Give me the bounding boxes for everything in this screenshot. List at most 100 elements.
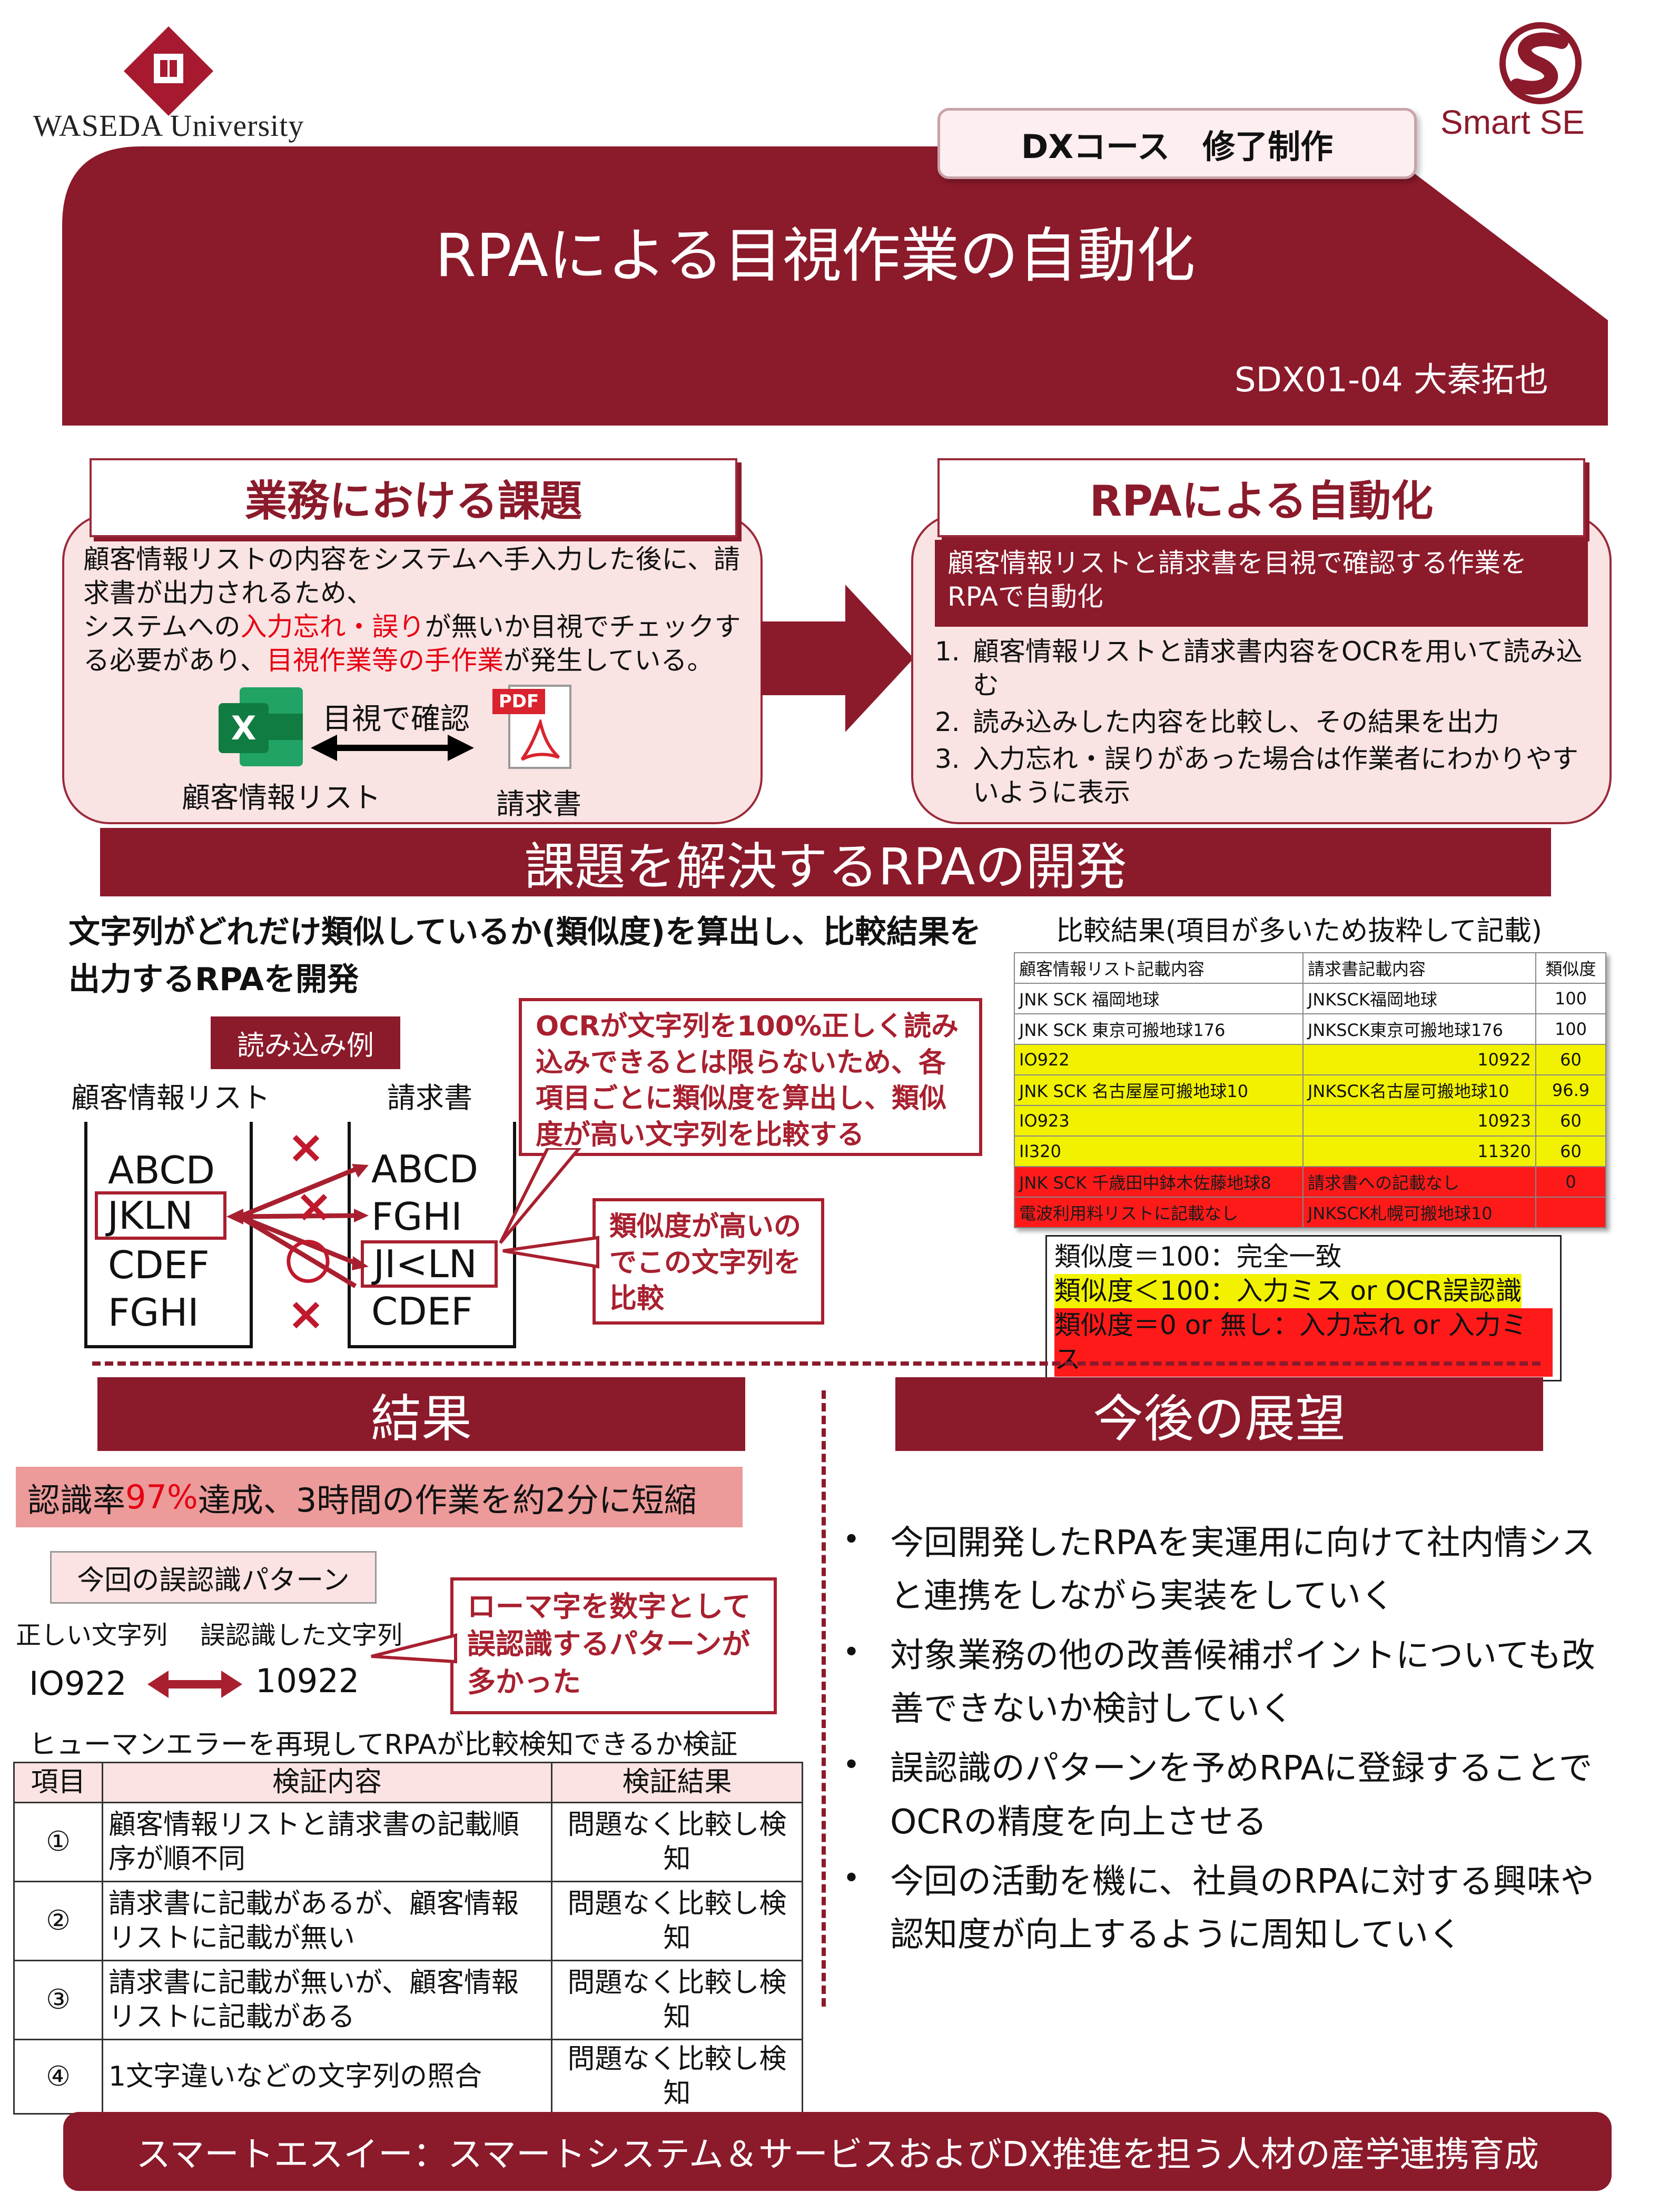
- automation-summary: 顧客情報リストと請求書を目視で確認する作業をRPAで自動化: [935, 540, 1588, 627]
- wrong-label: 誤認識した文字列: [200, 1621, 403, 1650]
- table-cell: 96.9: [1535, 1074, 1606, 1106]
- verification-table: 項目 検証内容 検証結果 ① 顧客情報リストと請求書の記載順序が順不同 問題なく…: [13, 1762, 803, 2115]
- outlook-list: 今回開発したRPAを実運用に向けて社内情シスと連携をしながら実装をしていく 対象…: [837, 1517, 1601, 1968]
- university-name: WASEDA University: [33, 108, 304, 143]
- check-label: 目視で確認: [322, 702, 470, 736]
- table-cell: IO923: [1014, 1105, 1303, 1137]
- match-arrows: [226, 1164, 369, 1288]
- left-item: FGHI: [108, 1290, 199, 1335]
- correct-value: IO922: [29, 1664, 127, 1703]
- correct-label: 正しい文字列: [16, 1621, 168, 1650]
- table-cell: JNK SCK 福岡地球: [1014, 983, 1303, 1014]
- right-item: CDEF: [371, 1289, 473, 1334]
- left-item: CDEF: [108, 1243, 210, 1287]
- table-cell: 100: [1535, 1013, 1606, 1045]
- flow-arrow-icon: [761, 585, 914, 732]
- match-mark: 〇: [284, 1236, 332, 1291]
- wrong-value: 10922: [255, 1662, 360, 1700]
- page-title: RPAによる目視作業の自動化: [435, 222, 1196, 290]
- table-cell: JNKSCK福岡地球: [1302, 983, 1537, 1014]
- table-cell: [1535, 1197, 1606, 1228]
- list-item: 対象業務の他の改善候補ポイントについても改善できないか検討していく: [837, 1630, 1601, 1736]
- table-cell: JNK SCK 名古屋屋可搬地球10: [1014, 1074, 1303, 1106]
- comparison-caption: 比較結果(項目が多いため抜粋して記載): [1056, 915, 1543, 947]
- pattern-callout: ローマ字を数字として誤認識するパターンが多かった: [450, 1577, 777, 1714]
- author-name: SDX01-04 大秦拓也: [1234, 361, 1548, 400]
- list-item: 今回の活動を機に、社員のRPAに対する興味や認知度が向上するように周知していく: [837, 1855, 1601, 1962]
- verify-caption: ヒューマンエラーを再現してRPAが比較検知できるか検証: [29, 1729, 738, 1761]
- step-item: 1.顧客情報リストと請求書内容をOCRを用いて読み込む: [935, 636, 1583, 700]
- callout-pointer: [371, 1633, 457, 1664]
- callout-pointer: [502, 1236, 599, 1269]
- table-cell: JNK SCK 東京可搬地球176: [1014, 1013, 1303, 1045]
- divider-vertical: [822, 1390, 826, 2007]
- comparison-header-row: 顧客情報リスト記載内容 請求書記載内容 類似度: [1014, 952, 1606, 984]
- ocr-callout: OCRが文字列を100%正しく読み込みできるとは限らないため、各項目ごとに類似度…: [519, 998, 982, 1156]
- double-arrow-icon: [147, 1671, 242, 1698]
- table-cell: JNKSCK名古屋可搬地球10: [1302, 1074, 1537, 1106]
- problem-text: 顧客情報リストの内容をシステムへ手入力した後に、請求書が出力されるため、 システ…: [83, 542, 747, 677]
- excel-label: 顧客情報リスト: [182, 781, 381, 814]
- course-tab: DXコース 修了制作: [937, 108, 1417, 179]
- development-heading: 課題を解決するRPAの開発: [100, 828, 1551, 896]
- verify-header-row: 項目 検証内容 検証結果: [13, 1762, 803, 1803]
- table-cell: JNKSCK東京可搬地球176: [1302, 1013, 1537, 1045]
- right-item-highlighted: JI<LN: [361, 1240, 498, 1288]
- mismatch-mark: ×: [287, 1121, 325, 1173]
- table-cell: 60: [1535, 1044, 1606, 1075]
- callout-pointer: [499, 1148, 581, 1244]
- table-row: ③ 請求書に記載が無いが、顧客情報リストに記載がある 問題なく比較し検知: [13, 1960, 803, 2040]
- table-cell: IO922: [1014, 1044, 1303, 1075]
- pdf-icon: PDF: [492, 685, 579, 772]
- invoice-column: [348, 1122, 516, 1348]
- problem-line-1: 顧客情報リストの内容をシステムへ手入力した後に、請求書が出力されるため、: [83, 544, 740, 608]
- left-col-title: 顧客情報リスト: [71, 1081, 270, 1114]
- table-cell: JNK SCK 千歳田中鉢木佐藤地球8: [1014, 1166, 1303, 1198]
- table-cell: 60: [1535, 1135, 1606, 1167]
- mismatch-mark: ×: [295, 1180, 333, 1232]
- result-heading: 結果: [97, 1377, 745, 1451]
- table-cell: 10923: [1302, 1105, 1537, 1137]
- table-cell: 請求書への記載なし: [1302, 1166, 1537, 1198]
- table-row: ② 請求書に記載があるが、顧客情報リストに記載が無い 問題なく比較し検知: [13, 1881, 803, 1961]
- table-cell: JNKSCK札幌可搬地球10: [1302, 1197, 1537, 1228]
- table-cell: 0: [1535, 1166, 1606, 1198]
- list-item: 誤認識のパターンを予めRPAに登録することでOCRの精度を向上させる: [837, 1742, 1601, 1849]
- smartse-logo-icon: [1499, 22, 1582, 104]
- table-cell: 11320: [1302, 1135, 1537, 1167]
- step-item: 2.読み込みした内容を比較し、その結果を出力: [935, 707, 1499, 737]
- problem-heading: 業務における課題: [90, 458, 737, 537]
- step-item: 3.入力忘れ・誤りがあった場合は作業者にわかりやすいように表示: [935, 744, 1578, 808]
- title-banner: [62, 146, 1608, 426]
- outlook-heading: 今後の展望: [895, 1377, 1543, 1451]
- pdf-label: 請求書: [496, 787, 581, 821]
- double-arrow-icon: [311, 735, 474, 761]
- pattern-label: 今回の誤認識パターン: [50, 1551, 377, 1604]
- customer-list-column: [84, 1122, 253, 1348]
- mismatch-mark: ×: [287, 1288, 325, 1340]
- left-item: ABCD: [108, 1148, 215, 1192]
- example-label: 読み込み例: [211, 1016, 400, 1069]
- problem-line-2: システムへの入力忘れ・誤りが無いか目視でチェックする必要があり、目視作業等の手作…: [83, 611, 741, 676]
- excel-icon: X: [219, 687, 303, 766]
- development-intro: 文字列がどれだけ類似しているか(類似度)を算出し、比較結果を出力するRPAを開発: [68, 914, 982, 998]
- table-row: ① 顧客情報リストと請求書の記載順序が順不同 問題なく比較し検知: [13, 1802, 803, 1882]
- table-row: ④ 1文字違いなどの文字列の照合 問題なく比較し検知: [13, 2039, 803, 2115]
- table-cell: II320: [1014, 1135, 1303, 1167]
- footer-banner: スマートエスイー：スマートシステム＆サービスおよびDX推進を担う人材の産学連携育…: [63, 2112, 1612, 2191]
- list-item: 今回開発したRPAを実運用に向けて社内情シスと連携をしながら実装をしていく: [837, 1517, 1601, 1623]
- table-cell: 60: [1535, 1105, 1606, 1137]
- waseda-crest-icon: [124, 26, 213, 116]
- table-cell: 100: [1535, 983, 1606, 1014]
- table-cell: 電波利用料リストに記載なし: [1014, 1197, 1303, 1228]
